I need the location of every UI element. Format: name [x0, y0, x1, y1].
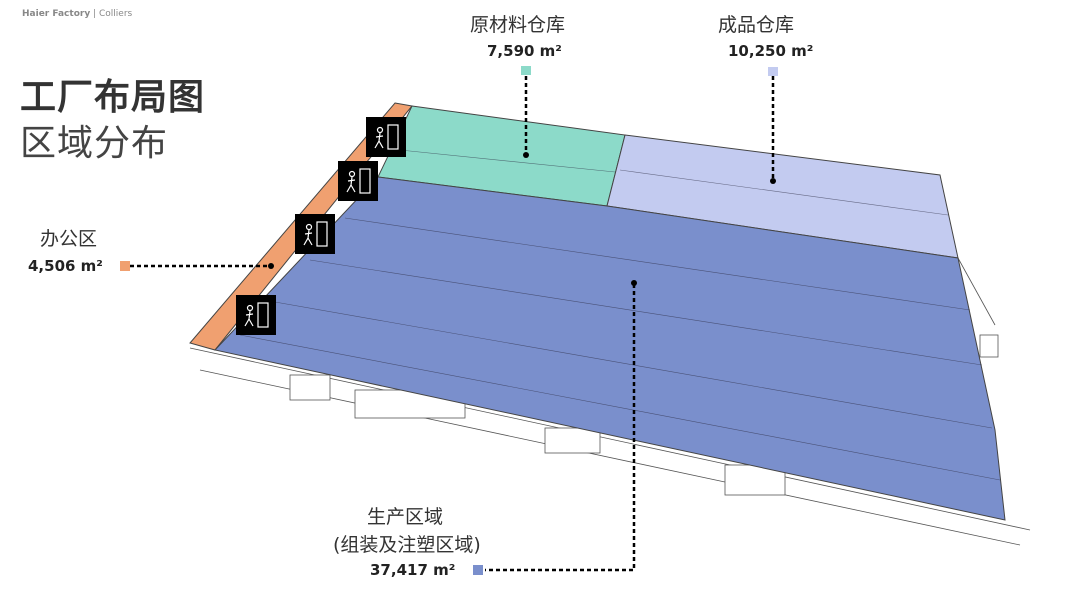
raw-material-label: 原材料仓库 [470, 14, 566, 36]
office-area: 4,506 m² [28, 257, 103, 275]
separator: | [93, 9, 97, 19]
emergency-exit-icon [236, 295, 276, 335]
partner-name: Colliers [98, 9, 133, 19]
production-label: 生产区域 [367, 506, 444, 528]
surroundings [189, 257, 1031, 546]
raw-material-swatch [521, 66, 531, 75]
emergency-exit-icon [366, 117, 406, 157]
production-swatch [473, 565, 483, 575]
page-subtitle: 区域分布 [20, 123, 169, 164]
emergency-exit-icon [338, 161, 378, 201]
brand-name: Haier Factory [22, 9, 91, 19]
brand: Haier Factory | Colliers [22, 9, 132, 19]
office-swatch [120, 261, 130, 271]
production-area: 37,417 m² [370, 561, 456, 579]
office-label: 办公区 [40, 228, 98, 250]
raw-material-area: 7,590 m² [487, 42, 562, 60]
leader-lines [130, 76, 775, 572]
leader-dots [268, 152, 776, 286]
emergency-exit-icon [295, 214, 335, 254]
page-title: 工厂布局图 [20, 77, 206, 118]
finished-goods-swatch [768, 67, 778, 76]
finished-goods-label: 成品仓库 [718, 14, 795, 36]
production-sublabel: (组装及注塑区域) [333, 534, 481, 556]
production-zone [214, 176, 1006, 521]
grid-lines [239, 149, 1001, 481]
finished-goods-area: 10,250 m² [728, 42, 814, 60]
